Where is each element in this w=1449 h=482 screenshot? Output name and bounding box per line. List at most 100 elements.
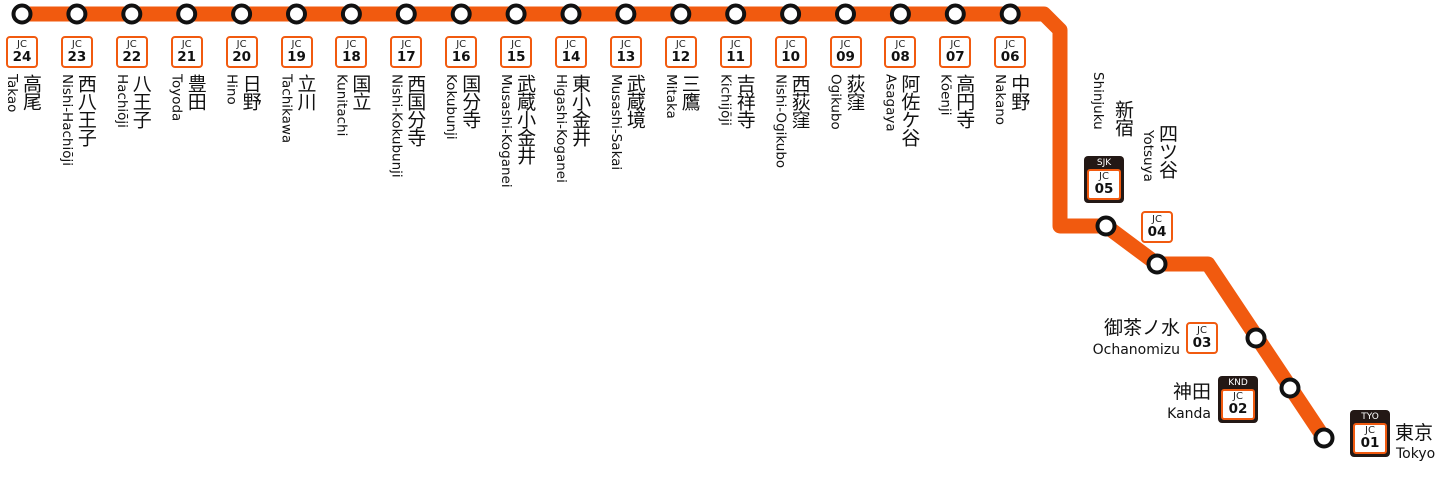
station-name: 武蔵境: [623, 74, 646, 128]
station-marker[interactable]: [11, 3, 33, 25]
station-marker[interactable]: [505, 3, 527, 25]
station-marker[interactable]: [1245, 327, 1267, 349]
station-number: 23: [67, 48, 87, 65]
line-code: JC: [566, 38, 576, 50]
station-number: 06: [1000, 48, 1020, 65]
station-number: 16: [451, 48, 471, 65]
station-marker[interactable]: [999, 3, 1021, 25]
station-romaji: Nakano: [992, 74, 1009, 126]
station-romaji: Kokubunji: [443, 74, 460, 140]
station-name: 中野: [1008, 74, 1031, 110]
station-number: 19: [287, 48, 306, 65]
line-code: JC: [71, 38, 82, 50]
station-romaji: Kanda: [1167, 406, 1211, 422]
station-marker[interactable]: [66, 3, 88, 25]
station-marker[interactable]: [395, 3, 417, 25]
station-romaji: Tokyo: [1396, 446, 1436, 462]
line-code: JC: [840, 38, 851, 50]
station-marker[interactable]: [560, 3, 582, 25]
station-number: 18: [341, 48, 361, 65]
station-number: 22: [122, 48, 142, 65]
station-romaji: Hachiōji: [113, 74, 130, 128]
station-marker[interactable]: [615, 3, 637, 25]
station-romaji: Higashi-Koganei: [553, 74, 569, 183]
station-name: 日野: [239, 74, 262, 110]
line-code: JC: [1099, 171, 1109, 183]
station-marker[interactable]: [1279, 377, 1301, 399]
station-number: 02: [1228, 401, 1248, 418]
station-marker[interactable]: [670, 3, 692, 25]
station-name: 豊田: [184, 74, 207, 110]
station-marker[interactable]: [1313, 427, 1335, 449]
three-letter-code: KND: [1228, 378, 1248, 388]
line-code: JC: [1152, 213, 1162, 225]
station-name: 新宿: [1112, 100, 1134, 136]
station-marker[interactable]: [725, 3, 747, 25]
line-code: JC: [126, 38, 137, 50]
station-romaji: Yotsuya: [1140, 130, 1156, 182]
station-name: 国分寺: [459, 74, 482, 128]
station-name: 御茶ノ水: [1103, 317, 1180, 339]
station-number: 05: [1094, 181, 1114, 198]
station-romaji: Shinjuku: [1090, 72, 1106, 130]
station-marker[interactable]: [944, 3, 966, 25]
station-marker[interactable]: [835, 3, 856, 25]
station-marker[interactable]: [1095, 215, 1117, 237]
line-code: JC: [456, 38, 467, 50]
station-number: 21: [177, 48, 197, 65]
station-number: 13: [616, 48, 636, 65]
station-marker[interactable]: [231, 3, 253, 25]
line-code: JC: [401, 38, 412, 50]
station-marker[interactable]: [286, 3, 307, 25]
line-code: JC: [730, 38, 741, 50]
station-number: 01: [1360, 435, 1380, 452]
line-code: JC: [1197, 324, 1207, 336]
station-marker[interactable]: [121, 3, 143, 25]
station-name: 阿佐ケ谷: [898, 74, 921, 146]
station-number: 11: [726, 48, 746, 65]
station-romaji: Mitaka: [662, 74, 679, 119]
three-letter-code: SJK: [1096, 158, 1112, 168]
station-number: 04: [1147, 223, 1167, 240]
station-marker[interactable]: [340, 3, 362, 25]
station-number: 07: [945, 48, 965, 65]
station-romaji: Musashi-Sakai: [607, 74, 624, 171]
station-romaji: Kichijōji: [717, 74, 734, 126]
station-marker[interactable]: [176, 3, 198, 25]
station-marker[interactable]: [450, 3, 472, 25]
station-marker[interactable]: [780, 3, 802, 25]
station-romaji: Tachikawa: [278, 74, 295, 144]
three-letter-code: TYO: [1361, 412, 1379, 422]
station-name: 西八王子: [74, 74, 97, 146]
line-code: JC: [1365, 425, 1375, 437]
station-name: 武蔵小金井: [514, 74, 537, 164]
station-number: 20: [232, 48, 251, 65]
station-name: 東小金井: [569, 74, 591, 146]
station-name: 四ツ谷: [1156, 124, 1178, 178]
line-code: JC: [675, 38, 686, 50]
station-number: 12: [671, 48, 691, 65]
station-marker[interactable]: [1146, 253, 1168, 275]
station-name: 国立: [349, 74, 372, 110]
station-number: 03: [1192, 334, 1212, 351]
station-romaji: Kunitachi: [333, 74, 350, 137]
station-number: 15: [506, 48, 526, 65]
station-marker[interactable]: [889, 3, 911, 25]
